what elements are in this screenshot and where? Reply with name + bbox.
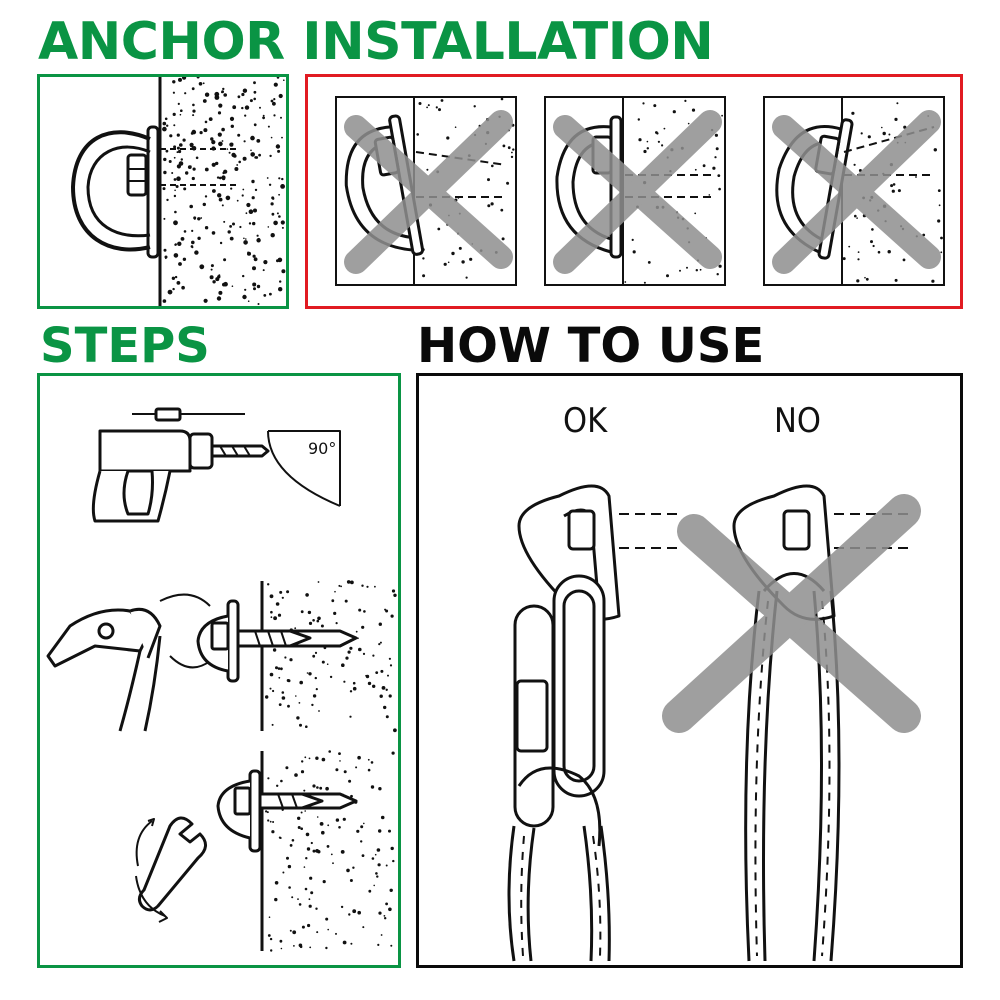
wrong-installation-vignette [763, 96, 945, 286]
wrong-installation-vignette [544, 96, 726, 286]
wrong-installation-panel [305, 74, 963, 309]
hammer-icon [46, 580, 398, 733]
anchor-installation-title: ANCHOR INSTALLATION [38, 12, 714, 72]
steps-illustration: 90° [46, 407, 398, 952]
rope-through-anchor-icon [732, 484, 909, 962]
wrong-installations [335, 96, 945, 286]
not-allowed-cross-icon [662, 494, 921, 733]
how-to-use-panel: OK NO [416, 373, 963, 968]
carabiner-chain-icon [507, 484, 679, 962]
anchor-perpendicular-icon [70, 77, 286, 306]
ok-label: OK [563, 401, 608, 441]
steps-panel: 90° [37, 373, 401, 968]
steps-title: STEPS [40, 318, 210, 374]
wrong-installation-vignette [335, 96, 517, 286]
how-to-use-title: HOW TO USE [417, 318, 765, 374]
usage-illustration [507, 484, 921, 962]
wrench-icon [135, 750, 398, 952]
drill-icon [91, 407, 341, 523]
no-label: NO [774, 401, 821, 441]
angle-label: 90° [308, 439, 336, 458]
correct-installation-panel [37, 74, 289, 309]
